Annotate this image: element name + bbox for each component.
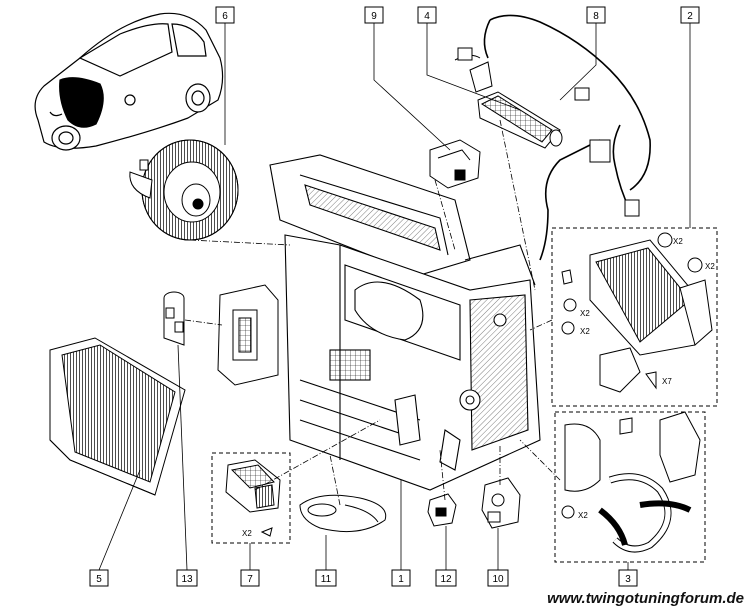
svg-text:12: 12 bbox=[440, 574, 452, 585]
svg-text:9: 9 bbox=[371, 11, 377, 22]
air-duct-icon bbox=[299, 494, 387, 533]
callout-box-3: 3 bbox=[618, 569, 638, 587]
callout-box-4: 4 bbox=[417, 6, 437, 24]
heater-core-kit-icon bbox=[551, 227, 718, 407]
car-location-icon bbox=[34, 12, 224, 151]
hvac-housing-icon bbox=[269, 154, 541, 491]
sensor-icon bbox=[427, 493, 457, 527]
qty-label: X2 bbox=[673, 237, 683, 246]
heater-hoses-kit-icon bbox=[554, 411, 706, 563]
callout-box-13: 13 bbox=[176, 569, 198, 587]
qty-label: X2 bbox=[580, 309, 590, 318]
mixing-flap-motor-icon bbox=[481, 477, 521, 529]
callout-box-5: 5 bbox=[89, 569, 109, 587]
callout-box-6: 6 bbox=[215, 6, 235, 24]
svg-text:5: 5 bbox=[96, 574, 102, 585]
blower-resistor-kit-icon bbox=[211, 452, 291, 544]
cabin-air-filter-icon bbox=[49, 337, 186, 496]
callout-box-2: 2 bbox=[680, 6, 700, 24]
svg-text:1: 1 bbox=[398, 574, 404, 585]
qty-label: X2 bbox=[242, 529, 252, 538]
svg-text:11: 11 bbox=[321, 574, 332, 585]
leader-lines bbox=[184, 119, 561, 506]
expansion-valve-icon bbox=[163, 291, 185, 346]
svg-text:13: 13 bbox=[181, 574, 193, 585]
callout-box-8: 8 bbox=[586, 6, 606, 24]
wiring-harness-icon bbox=[457, 14, 651, 261]
callout-box-12: 12 bbox=[435, 569, 457, 587]
svg-text:2: 2 bbox=[687, 11, 693, 22]
qty-label: X2 bbox=[705, 262, 715, 271]
svg-text:3: 3 bbox=[625, 574, 631, 585]
callout-box-11: 11 bbox=[315, 569, 337, 587]
callout-box-1: 1 bbox=[391, 569, 411, 587]
callout-box-10: 10 bbox=[487, 569, 509, 587]
svg-text:7: 7 bbox=[247, 574, 253, 585]
svg-text:10: 10 bbox=[492, 574, 504, 585]
qty-label: X2 bbox=[580, 327, 590, 336]
callout-box-7: 7 bbox=[240, 569, 260, 587]
qty-label: X2 bbox=[578, 511, 588, 520]
evaporator-module-icon bbox=[217, 284, 279, 386]
hvac-location-highlight bbox=[59, 77, 104, 128]
svg-text:4: 4 bbox=[424, 11, 430, 22]
svg-text:6: 6 bbox=[222, 11, 228, 22]
qty-label: X7 bbox=[662, 377, 672, 386]
actuator-motor-icon bbox=[429, 139, 481, 189]
svg-text:8: 8 bbox=[593, 11, 599, 22]
watermark-text: www.twingotuningforum.de bbox=[547, 590, 744, 607]
callout-leaders bbox=[98, 23, 691, 571]
callout-box-9: 9 bbox=[364, 6, 384, 24]
evaporator-core-icon bbox=[454, 54, 563, 149]
blower-fan-icon bbox=[129, 139, 239, 241]
